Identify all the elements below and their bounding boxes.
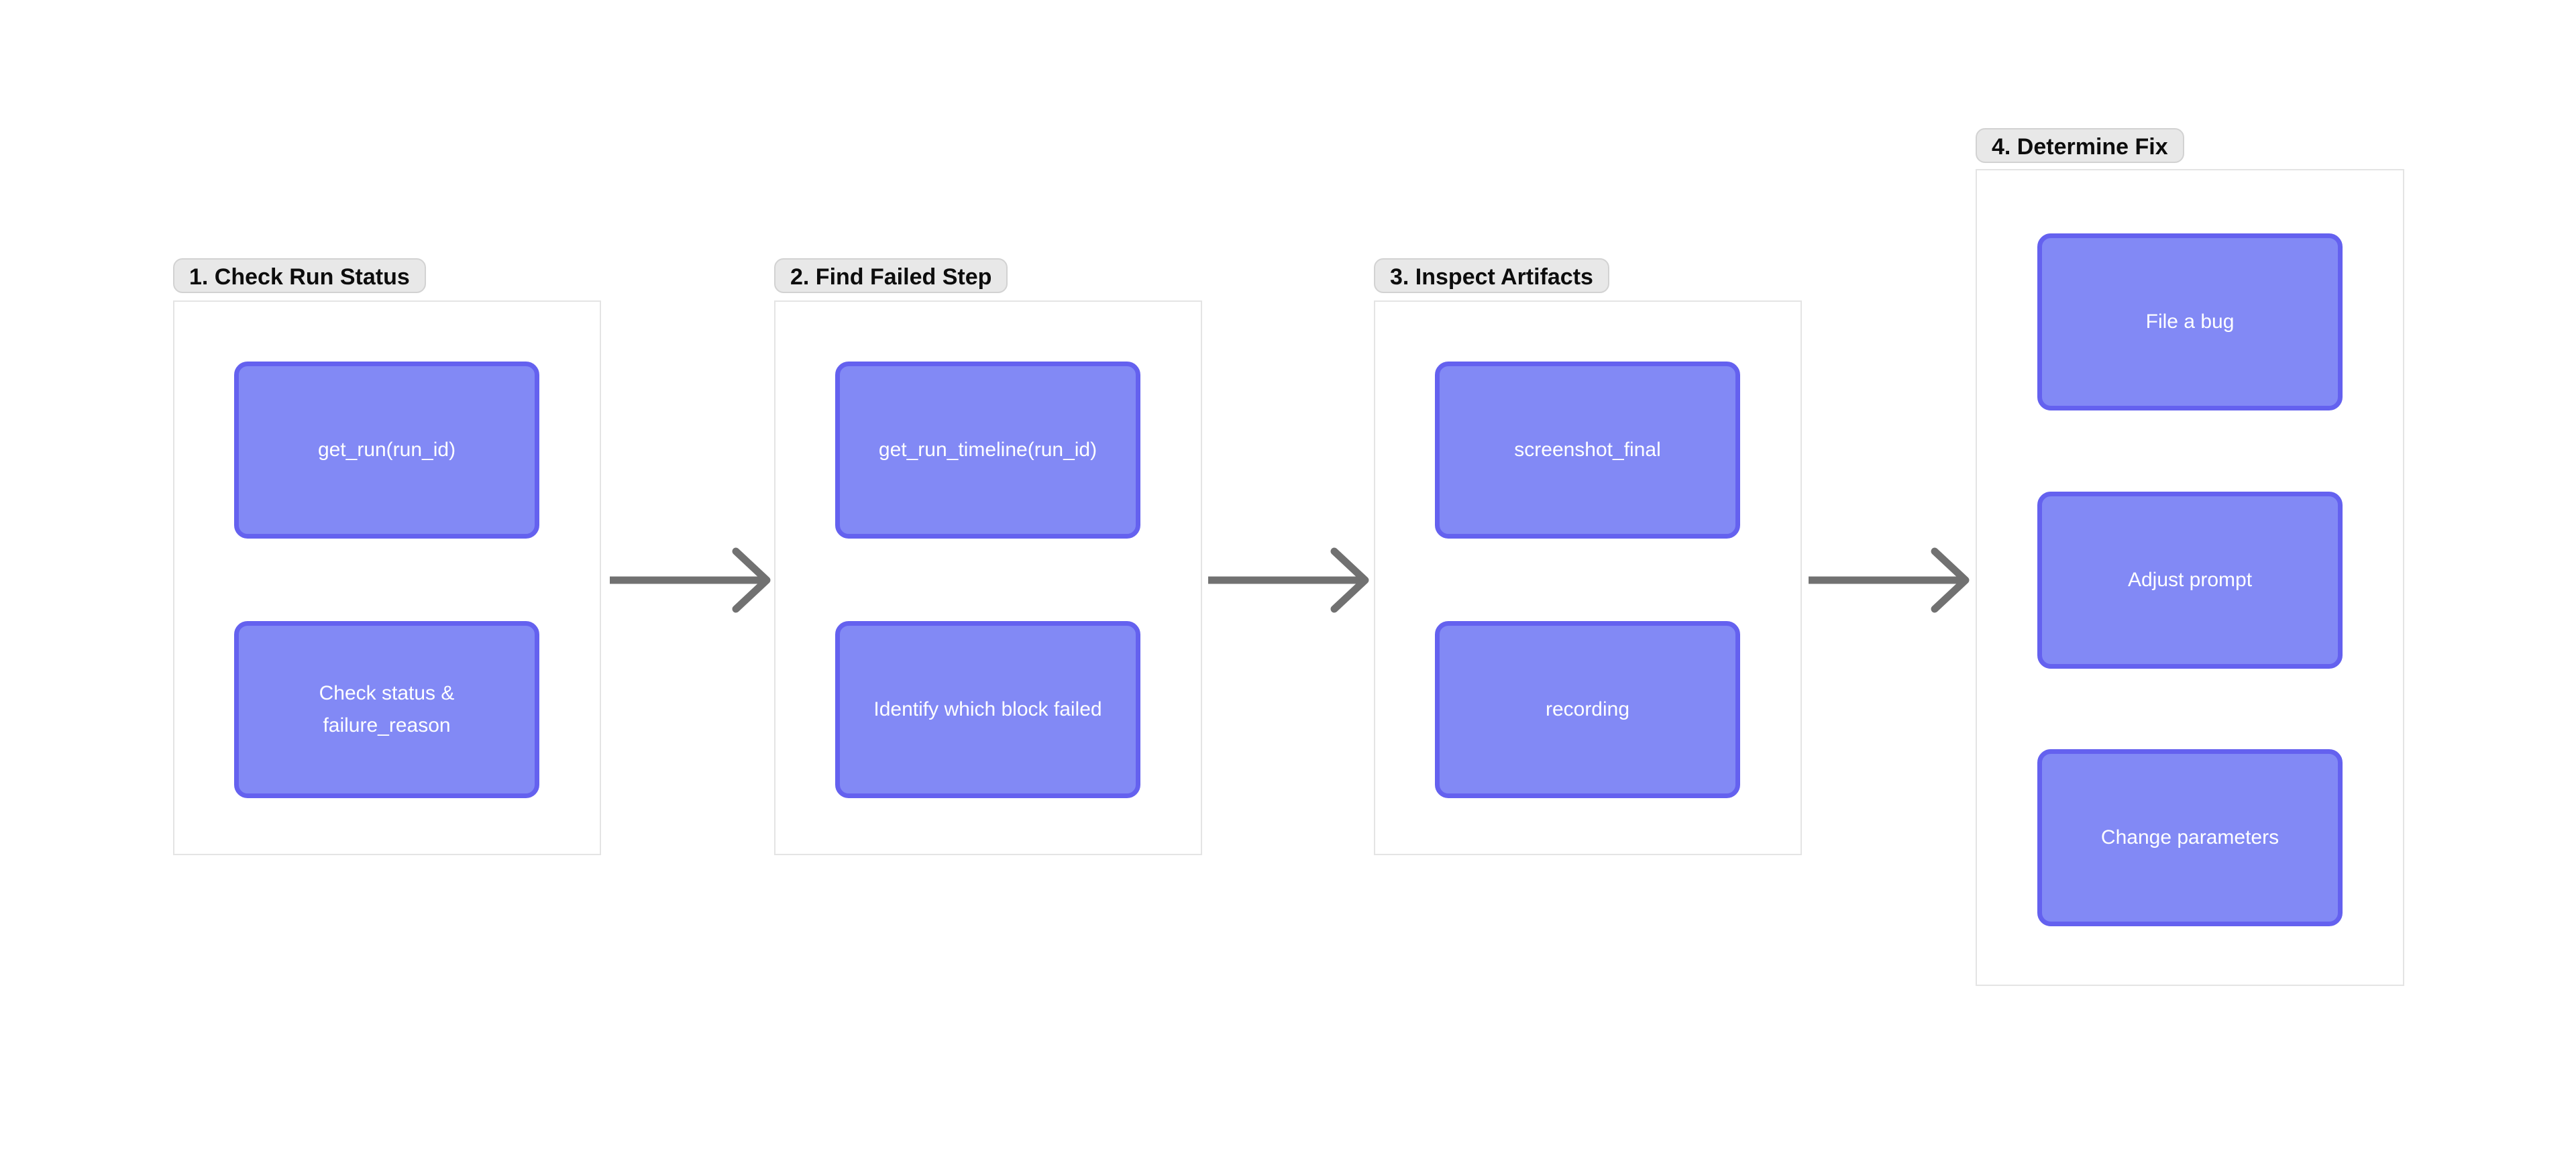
group-label-chip: 1. Check Run Status bbox=[173, 258, 426, 293]
group-determine-fix: 4. Determine Fix File a bug Adjust promp… bbox=[1976, 0, 2404, 1159]
group-check-run-status: 1. Check Run Status get_run(run_id) Chec… bbox=[173, 0, 601, 1159]
group-label-chip: 4. Determine Fix bbox=[1976, 128, 2184, 163]
group-label-chip: 2. Find Failed Step bbox=[774, 258, 1008, 293]
node-change-parameters[interactable]: Change parameters bbox=[2037, 749, 2343, 926]
node-file-a-bug[interactable]: File a bug bbox=[2037, 233, 2343, 410]
node-screenshot-final[interactable]: screenshot_final bbox=[1435, 362, 1740, 539]
node-adjust-prompt[interactable]: Adjust prompt bbox=[2037, 492, 2343, 669]
node-get-run-timeline[interactable]: get_run_timeline(run_id) bbox=[835, 362, 1140, 539]
node-identify-failed-block[interactable]: Identify which block failed bbox=[835, 621, 1140, 798]
group-find-failed-step: 2. Find Failed Step get_run_timeline(run… bbox=[774, 0, 1202, 1159]
node-recording[interactable]: recording bbox=[1435, 621, 1740, 798]
group-inspect-artifacts: 3. Inspect Artifacts screenshot_final re… bbox=[1374, 0, 1802, 1159]
flow-arrow-icon bbox=[1809, 547, 1970, 613]
node-check-status-failure-reason[interactable]: Check status & failure_reason bbox=[234, 621, 539, 798]
flow-arrow-icon bbox=[1208, 547, 1369, 613]
node-get-run[interactable]: get_run(run_id) bbox=[234, 362, 539, 539]
flow-arrow-icon bbox=[610, 547, 771, 613]
group-label-chip: 3. Inspect Artifacts bbox=[1374, 258, 1609, 293]
